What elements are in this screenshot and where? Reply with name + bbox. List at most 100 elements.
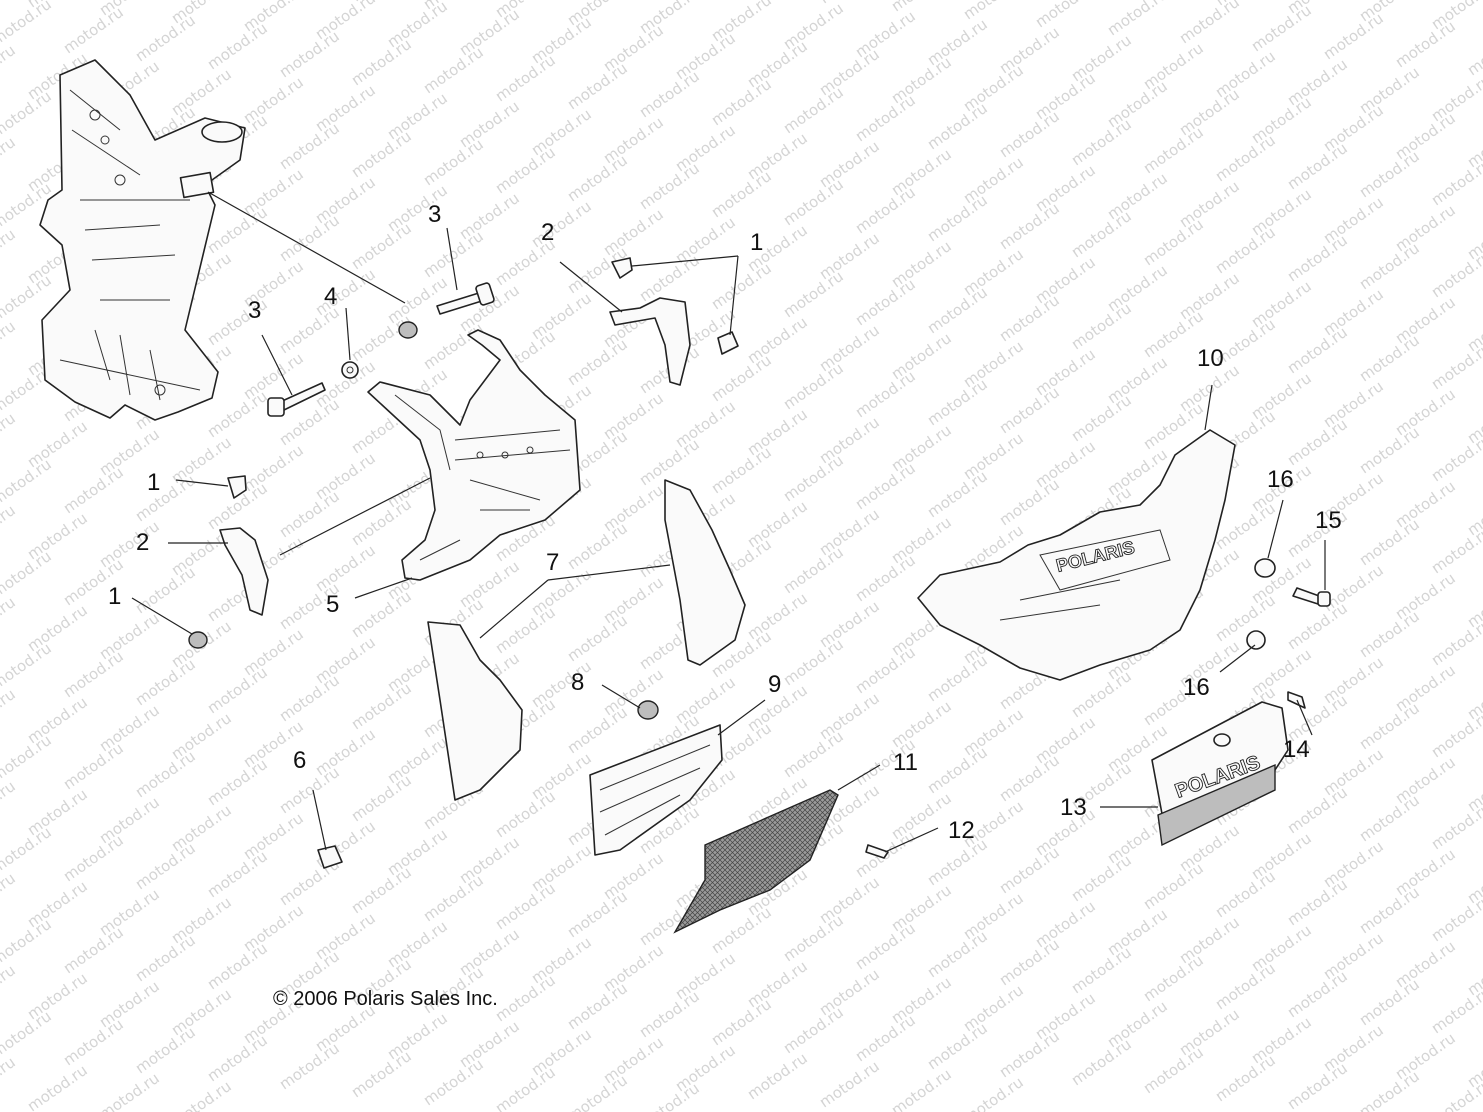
watermark-text: motod.ru bbox=[780, 451, 847, 505]
watermark-text: motod.ru bbox=[1068, 207, 1135, 261]
watermark-text: motod.ru bbox=[132, 471, 199, 525]
watermark-text: motod.ru bbox=[744, 1049, 811, 1103]
watermark-text: motod.ru bbox=[960, 0, 1027, 23]
watermark-text: motod.ru bbox=[24, 1061, 91, 1112]
watermark-text: motod.ru bbox=[924, 467, 991, 521]
watermark-text: motod.ru bbox=[420, 319, 487, 373]
watermark-text: motod.ru bbox=[348, 1047, 415, 1101]
watermark-text: motod.ru bbox=[1140, 859, 1207, 913]
watermark-text: motod.ru bbox=[1356, 791, 1423, 845]
watermark-text: motod.ru bbox=[852, 551, 919, 605]
watermark-text: motod.ru bbox=[204, 19, 271, 73]
watermark-text: motod.ru bbox=[996, 107, 1063, 161]
callout-1b: 1 bbox=[147, 469, 160, 496]
callout-8: 8 bbox=[571, 669, 584, 696]
watermark-text: motod.ru bbox=[60, 463, 127, 517]
watermark-text: motod.ru bbox=[276, 303, 343, 357]
leader-lines bbox=[131, 191, 1326, 853]
watermark-text: motod.ru bbox=[1356, 147, 1423, 201]
watermark-text: motod.ru bbox=[852, 91, 919, 145]
watermark-text: motod.ru bbox=[1176, 0, 1243, 47]
watermark-text: motod.ru bbox=[924, 283, 991, 337]
watermark-text: motod.ru bbox=[276, 671, 343, 725]
watermark-text: motod.ru bbox=[1284, 231, 1351, 285]
watermark-text: motod.ru bbox=[636, 251, 703, 305]
watermark-text: motod.ru bbox=[852, 919, 919, 973]
watermark-text: motod.ru bbox=[1140, 215, 1207, 269]
watermark-text: motod.ru bbox=[492, 603, 559, 657]
watermark-text: motod.ru bbox=[780, 543, 847, 597]
watermark-text: motod.ru bbox=[780, 1003, 847, 1057]
watermark-text: motod.ru bbox=[564, 611, 631, 665]
watermark-text: motod.ru bbox=[1284, 1059, 1351, 1112]
callout-2a: 2 bbox=[541, 219, 554, 246]
callout-16b: 16 bbox=[1183, 674, 1210, 701]
watermark-text: motod.ru bbox=[1428, 1075, 1483, 1112]
watermark-text: motod.ru bbox=[888, 0, 955, 15]
callout-1c: 1 bbox=[108, 583, 121, 610]
watermark-text: motod.ru bbox=[1212, 591, 1279, 645]
watermark-text: motod.ru bbox=[0, 1053, 19, 1107]
watermark-text: motod.ru bbox=[1212, 959, 1279, 1013]
watermark-text: motod.ru bbox=[0, 593, 19, 647]
watermark-text: motod.ru bbox=[1140, 951, 1207, 1005]
watermark-text: motod.ru bbox=[60, 831, 127, 885]
vehicle-frame bbox=[39, 59, 246, 421]
watermark-text: motod.ru bbox=[1356, 423, 1423, 477]
callout-3a: 3 bbox=[428, 201, 441, 228]
watermark-text: motod.ru bbox=[60, 3, 127, 57]
watermark-text: motod.ru bbox=[132, 931, 199, 985]
watermark-text: motod.ru bbox=[420, 43, 487, 97]
watermark-text: motod.ru bbox=[1284, 967, 1351, 1021]
watermark-text: motod.ru bbox=[852, 367, 919, 421]
watermark-text: motod.ru bbox=[420, 871, 487, 925]
watermark-text: motod.ru bbox=[1392, 17, 1459, 71]
watermark-text: motod.ru bbox=[708, 75, 775, 129]
watermark-text: motod.ru bbox=[780, 267, 847, 321]
watermark-text: motod.ru bbox=[1212, 131, 1279, 185]
watermark-text: motod.ru bbox=[204, 1031, 271, 1085]
watermark-text: motod.ru bbox=[348, 863, 415, 917]
watermark-text: motod.ru bbox=[780, 359, 847, 413]
watermark-text: motod.ru bbox=[60, 739, 127, 793]
watermark-text: motod.ru bbox=[1104, 0, 1171, 39]
watermark-text: motod.ru bbox=[132, 839, 199, 893]
watermark-text: motod.ru bbox=[852, 275, 919, 329]
callout-7: 7 bbox=[546, 549, 559, 576]
watermark-text: motod.ru bbox=[96, 1069, 163, 1112]
watermark-text: motod.ru bbox=[0, 0, 19, 3]
watermark-text: motod.ru bbox=[1428, 615, 1483, 669]
watermark-text: motod.ru bbox=[1356, 515, 1423, 569]
watermark-text: motod.ru bbox=[564, 887, 631, 941]
watermark-text: motod.ru bbox=[816, 1057, 883, 1111]
callout-12: 12 bbox=[948, 817, 975, 844]
hardware bbox=[188, 257, 1331, 869]
watermark-text: motod.ru bbox=[1356, 331, 1423, 385]
front-bumper: POLARIS bbox=[917, 429, 1236, 681]
watermark-text: motod.ru bbox=[132, 747, 199, 801]
watermark-text: motod.ru bbox=[0, 869, 19, 923]
watermark-text: motod.ru bbox=[420, 227, 487, 281]
watermark-text: motod.ru bbox=[420, 1055, 487, 1109]
watermark-text: motod.ru bbox=[780, 635, 847, 689]
watermark-text: motod.ru bbox=[0, 961, 19, 1015]
watermark-text: motod.ru bbox=[1320, 9, 1387, 63]
watermark-text: motod.ru bbox=[708, 351, 775, 405]
watermark-text: motod.ru bbox=[1356, 975, 1423, 1029]
watermark-text: motod.ru bbox=[1284, 783, 1351, 837]
watermark-text: motod.ru bbox=[708, 259, 775, 313]
watermark-text: motod.ru bbox=[0, 133, 19, 187]
watermark-text: motod.ru bbox=[1284, 599, 1351, 653]
watermark-text: motod.ru bbox=[1356, 883, 1423, 937]
watermark-text: motod.ru bbox=[1428, 155, 1483, 209]
front-bumper-frame bbox=[367, 329, 581, 581]
watermark-text: motod.ru bbox=[852, 643, 919, 697]
watermark-text: motod.ru bbox=[0, 41, 19, 95]
watermark-text: motod.ru bbox=[1356, 607, 1423, 661]
watermark-text: motod.ru bbox=[1248, 1, 1315, 55]
watermark-text: motod.ru bbox=[996, 843, 1063, 897]
watermark-text: motod.ru bbox=[1212, 1051, 1279, 1105]
watermark-text: motod.ru bbox=[1212, 867, 1279, 921]
watermark-text: motod.ru bbox=[708, 443, 775, 497]
